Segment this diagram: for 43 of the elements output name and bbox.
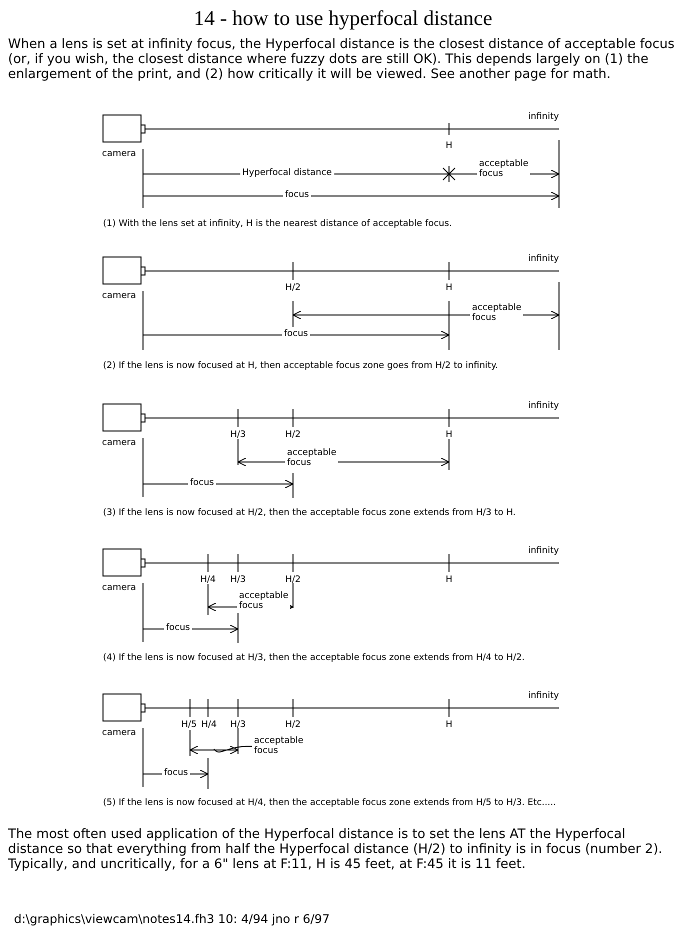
axis-label: infinity — [528, 254, 559, 264]
tick-label: H — [446, 720, 452, 730]
tick-label: H/5 — [181, 720, 197, 730]
dimension-arrow — [190, 746, 238, 754]
dimension-label: focus — [188, 478, 216, 488]
caption: (1) With the lens set at infinity, H is the nearest distance of acceptable focus. — [103, 219, 452, 230]
camera-label: camera — [102, 583, 136, 594]
dimension-label: focus — [282, 190, 312, 200]
tick-label: H/3 — [230, 430, 246, 440]
caption: (3) If the lens is now focused at H/2, then the acceptable focus zone extends from H/3 to H. — [103, 508, 516, 518]
camera-label: camera — [102, 149, 136, 160]
tick-label: H/4 — [201, 720, 217, 730]
dimension-label: Hyperfocal distance — [240, 168, 334, 178]
camera-label: camera — [102, 438, 136, 448]
dimension-label: acceptable focus — [237, 591, 290, 612]
caption: (4) If the lens is now focused at H/3, then the acceptable focus zone extends from H/4 to H/2. — [103, 653, 525, 664]
tick-label: H/2 — [285, 720, 301, 730]
paragraph: When a lens is set at infinity focus, the Hyperfocal distance is the closest distance of acceptable focus (or, if you wish, the closest distance where fuzzy dots are still OK). This depends largely on (1) the enlargement of the print, and (2) how critically it will be viewed. See another page for math. — [8, 38, 676, 83]
title: 14 - how to use hyperfocal distance — [194, 6, 492, 30]
tick-label: H/3 — [230, 575, 246, 586]
axis-label: infinity — [528, 112, 559, 122]
camera-label: camera — [102, 728, 136, 738]
caption: (2) If the lens is now focused at H, then acceptable focus zone goes from H/2 to infinity. — [103, 361, 498, 372]
tick-label: H — [446, 283, 452, 294]
paragraph: The most often used application of the Hyperfocal distance is to set the lens AT the Hyperfocal distance so that everything from half the Hyperfocal distance (H/2) to infinity is in focus (number 2). Typically, and uncritically, for a 6" lens at F:11, H is 45 feet, at F:45 it is 11 feet. — [8, 828, 664, 873]
camera-label: camera — [102, 291, 136, 302]
dimension-label: focus — [162, 768, 190, 778]
dimension-label: focus — [282, 329, 310, 340]
tick-label: H — [446, 141, 452, 152]
tick-label: H/3 — [230, 720, 246, 730]
leader-line — [214, 746, 252, 752]
tick-label: H/2 — [285, 430, 301, 440]
axis-label: infinity — [528, 401, 559, 412]
tick-label: H — [446, 430, 452, 440]
axis-label: infinity — [528, 546, 559, 556]
tick-label: H/2 — [285, 283, 301, 294]
tick-label: H — [446, 575, 452, 586]
file-path-note: d:\graphics\viewcam\notes14.fh3 10: 4/94 jno r 6/97 — [14, 913, 330, 927]
dimension-label: focus — [164, 623, 192, 634]
caption: (5) If the lens is now focused at H/4, then the acceptable focus zone extends from H/5 to H/3. Etc..... — [103, 798, 556, 808]
tick-label: H/4 — [200, 575, 216, 586]
tick-label: H/2 — [285, 575, 301, 586]
axis-label: infinity — [528, 691, 559, 702]
